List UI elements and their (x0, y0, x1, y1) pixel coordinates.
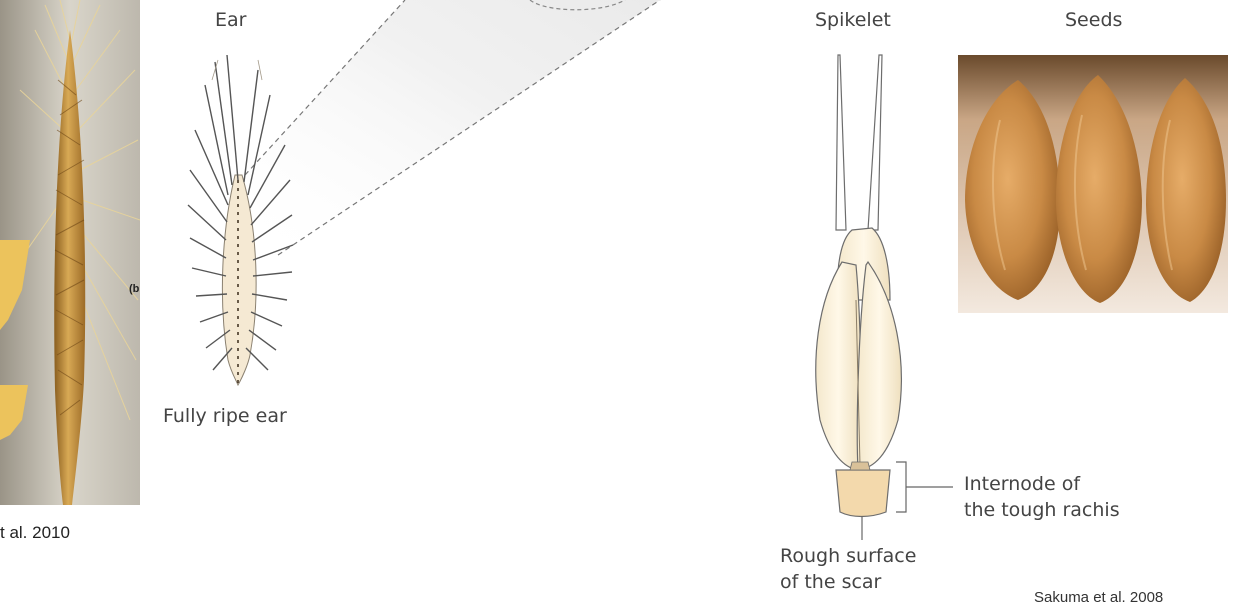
spikelet-illustration (816, 55, 953, 540)
seeds-photo (958, 55, 1228, 313)
scar-label-line2: of the scar (780, 571, 881, 593)
spikelet-title: Spikelet (815, 9, 891, 31)
ear-title: Ear (215, 9, 246, 31)
internode-label-line1: Internode of (964, 473, 1080, 495)
scar-label-line1: Rough surface (780, 545, 916, 567)
internode-label-line2: the tough rachis (964, 499, 1120, 521)
seeds-citation: Sakuma et al. 2008 (1034, 589, 1163, 606)
zoom-projection (245, 0, 660, 255)
ear-caption: Fully ripe ear (163, 405, 287, 427)
seeds-title: Seeds (1065, 9, 1122, 31)
